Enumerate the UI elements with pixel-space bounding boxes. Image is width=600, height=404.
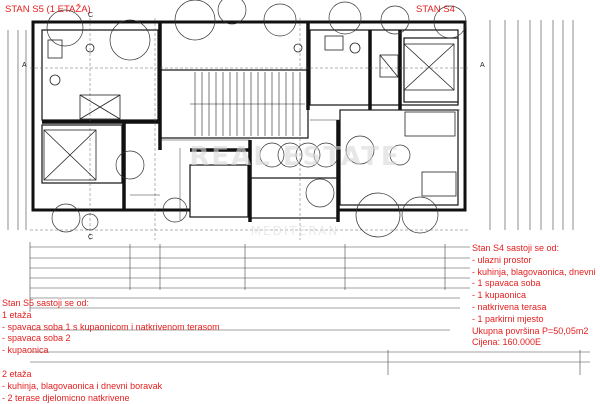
- s4-notes-heading: Stan S4 sastoji se od:: [472, 243, 560, 253]
- s4-notes: Stan S4 sastoji se od: - ulazni prostor …: [472, 243, 596, 349]
- s4-notes-item: - natkrivena terasa: [472, 301, 547, 312]
- s5-notes-heading: Stan S5 sastoji se od:: [2, 298, 90, 308]
- s4-total-area: Ukupna površina P=50,05m2: [472, 325, 589, 336]
- s5-level1-item: - spavaca soba 1 s kupaonicom i natkrive…: [2, 321, 220, 332]
- s5-level2-item: - kuhinja, blagovaonica i dnevni boravak: [2, 380, 163, 391]
- label-stan-s4: STAN S4: [416, 4, 455, 15]
- s5-level1-item: - spavaca soba 2: [2, 333, 71, 344]
- s4-notes-item: - 1 spavaca soba: [472, 278, 541, 289]
- s4-price: Cijena: 160.000E: [472, 337, 542, 348]
- watermark-subtext: MEDITERAN: [250, 224, 340, 238]
- section-marker: A: [22, 62, 27, 69]
- section-marker: A: [480, 62, 485, 69]
- watermark-text: REAL ESTATE: [189, 142, 401, 172]
- s4-notes-item: - ulazni prostor: [472, 254, 532, 265]
- section-marker: C: [88, 12, 94, 19]
- s4-notes-item: - 1 parkirni mjesto: [472, 313, 544, 324]
- section-marker: C: [88, 234, 94, 241]
- s5-notes: Stan S5 sastoji se od: 1 etaža - spavaca…: [2, 298, 220, 404]
- s5-level2-title: 2 etaža: [2, 368, 32, 379]
- label-stan-s5: STAN S5 (1 ETAŽA): [5, 4, 91, 15]
- s5-level1-title: 1 etaža: [2, 309, 32, 320]
- s4-notes-item: - 1 kupaonica: [472, 290, 527, 301]
- s5-level1-item: - kupaonica: [2, 345, 49, 356]
- s4-notes-item: - kuhinja, blagovaonica, dnevni: [472, 266, 596, 277]
- s5-level2-item: - 2 terase djelomicno natkrivene: [2, 392, 130, 403]
